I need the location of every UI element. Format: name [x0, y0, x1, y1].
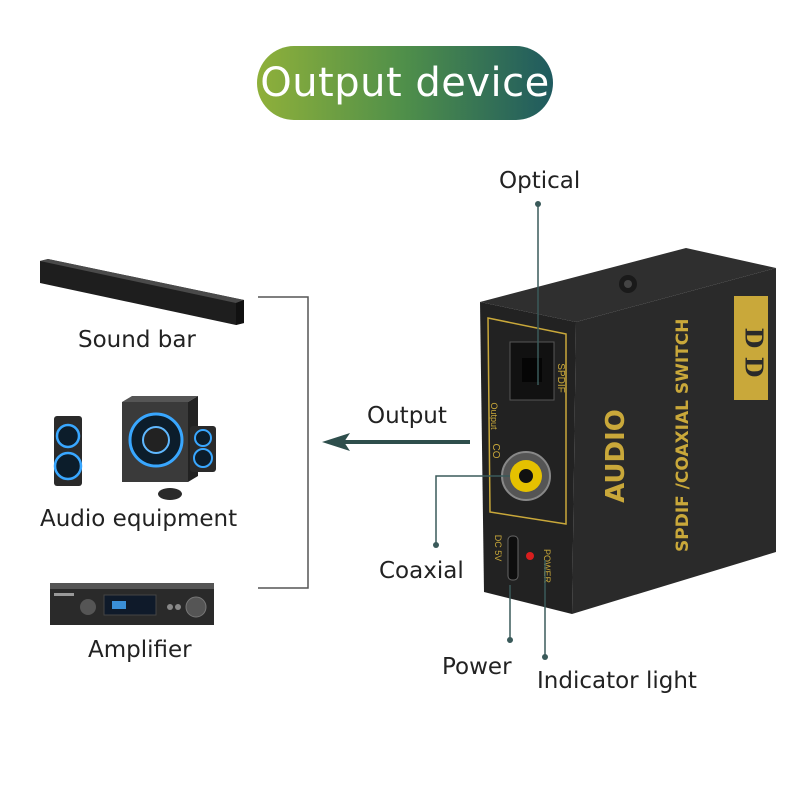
amplifier-icon: [50, 583, 214, 625]
audio-equipment-label: Audio equipment: [40, 506, 238, 532]
amplifier-label: Amplifier: [88, 637, 192, 663]
sound-bar-label: Sound bar: [78, 327, 196, 353]
coaxial-callout-label: Coaxial: [379, 558, 464, 584]
output-arrow-label: Output: [367, 403, 447, 429]
output-arrow-head: [322, 433, 350, 451]
title-banner: Output device: [257, 46, 553, 120]
page-title: Output device: [260, 60, 550, 106]
converter-box: [480, 248, 776, 614]
sound-bar-icon: [40, 259, 244, 325]
indicator-light-callout-label: Indicator light: [537, 668, 697, 694]
power-callout-label: Power: [442, 654, 512, 680]
device-group-bracket: [258, 296, 309, 589]
speaker-system-icon: [53, 396, 216, 500]
optical-callout-label: Optical: [499, 168, 581, 194]
